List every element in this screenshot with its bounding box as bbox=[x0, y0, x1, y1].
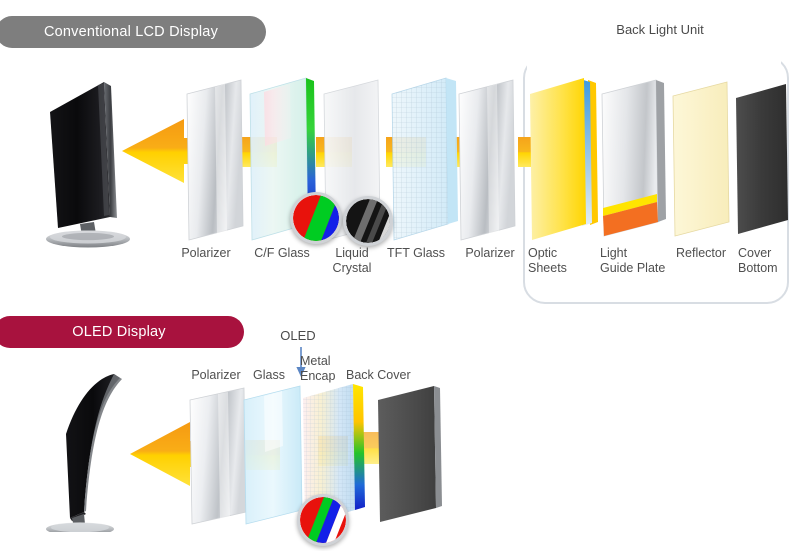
lcd-layer-cover-bottom bbox=[734, 84, 796, 240]
caption-lcd-optic-sheets: Optic Sheets bbox=[528, 246, 567, 275]
magnifier-cf-glass-rgb bbox=[290, 192, 342, 244]
caption-lcd-cover-bottom: Cover Bottom bbox=[738, 246, 778, 275]
caption-oled-glass: Glass bbox=[253, 368, 285, 382]
oled-layer-glass bbox=[243, 385, 314, 525]
caption-lcd-tft-glass: TFT Glass bbox=[386, 246, 446, 260]
lcd-tv-illustration bbox=[32, 76, 142, 248]
bracket-label-mask bbox=[527, 236, 781, 274]
caption-lcd-polarizer-front: Polarizer bbox=[181, 246, 231, 260]
magnifier-oled-wrgb bbox=[297, 494, 349, 546]
section-badge-lcd: Conventional LCD Display bbox=[0, 16, 266, 48]
caption-lcd-reflector: Reflector bbox=[676, 246, 727, 260]
lcd-layer-optic-sheets bbox=[530, 78, 610, 240]
lcd-layer-polarizer-rear bbox=[457, 79, 519, 241]
oled-light-arrow bbox=[130, 420, 248, 488]
caption-lcd-cf-glass: C/F Glass bbox=[254, 246, 310, 260]
back-light-unit-title: Back Light Unit bbox=[616, 22, 704, 37]
oled-layer-polarizer bbox=[188, 387, 252, 525]
caption-lcd-liquid-crystal: Liquid Crystal bbox=[332, 246, 372, 275]
caption-oled-polarizer: Polarizer bbox=[191, 368, 241, 382]
lcd-light-arrow bbox=[122, 117, 242, 185]
caption-oled-metal-encap: Metal Encap bbox=[300, 354, 336, 383]
oled-layer-metal-encap bbox=[303, 384, 379, 524]
lcd-layer-reflector bbox=[671, 81, 741, 240]
caption-lcd-light-guide-plate: Light Guide Plate bbox=[600, 246, 666, 275]
lcd-layer-polarizer-front bbox=[185, 79, 247, 241]
magnifier-liquid-crystal bbox=[343, 196, 393, 246]
caption-lcd-polarizer-rear: Polarizer bbox=[465, 246, 515, 260]
caption-oled-back-cover: Back Cover bbox=[346, 368, 411, 382]
callout-label-oled: OLED bbox=[280, 328, 316, 343]
section-badge-oled: OLED Display bbox=[0, 316, 244, 348]
callout-arrow-icon bbox=[294, 347, 308, 377]
oled-layer-back-cover bbox=[376, 386, 448, 524]
lcd-layer-cf-glass bbox=[249, 77, 326, 241]
lcd-layer-light-guide-plate bbox=[600, 79, 680, 240]
lcd-layer-tft-glass bbox=[391, 77, 468, 241]
